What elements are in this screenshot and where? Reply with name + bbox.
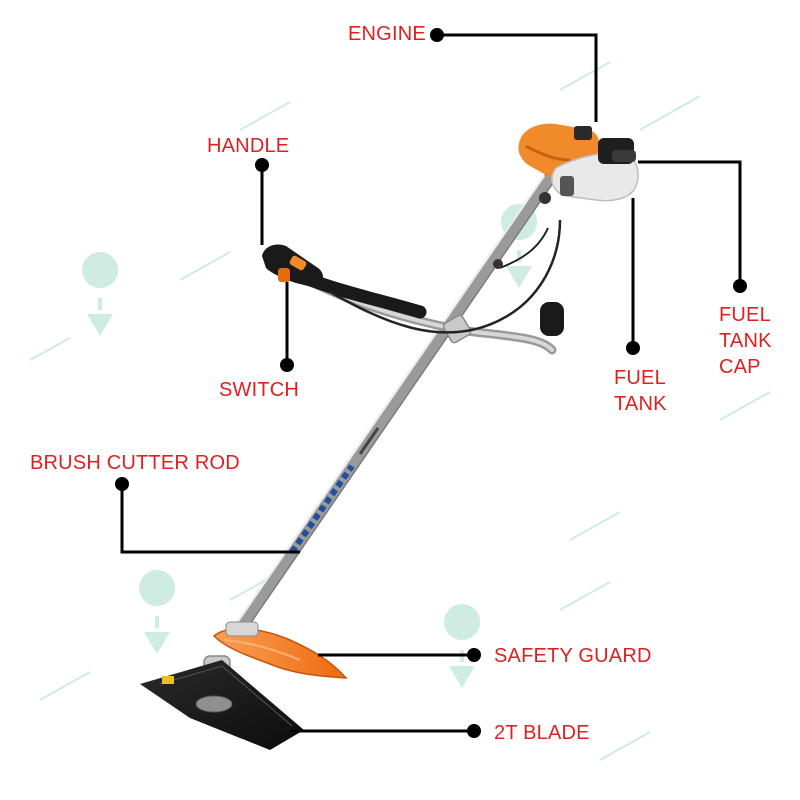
brush-cutter-rod xyxy=(225,173,555,647)
safety-guard-dot xyxy=(467,648,481,662)
leader-dots xyxy=(115,28,747,738)
fuel-tank-cap-label-line: FUEL xyxy=(719,304,771,326)
blade-dot xyxy=(467,724,481,738)
safety-guard xyxy=(212,621,348,679)
blade-label: 2T BLADE xyxy=(494,722,590,744)
fuel-tank-cap-label-line: TANK xyxy=(719,330,772,352)
engine-block xyxy=(518,123,639,204)
handle-label: HANDLE xyxy=(207,135,290,157)
safety-guard-label: SAFETY GUARD xyxy=(494,645,652,667)
watermark-logo-icon xyxy=(444,604,481,688)
handle-grip xyxy=(262,244,324,288)
fuel-tank-label-line: TANK xyxy=(614,393,667,415)
fuel-tank-cap-label-line: CAP xyxy=(719,356,761,378)
watermark-logo-icon xyxy=(139,570,176,654)
fuel-tank-dot xyxy=(626,341,640,355)
leader-lines xyxy=(120,33,742,733)
handle-dot xyxy=(255,158,269,172)
brush-cutter-rod-label: BRUSH CUTTER ROD xyxy=(30,452,240,474)
switch-dot xyxy=(280,358,294,372)
fuel-tank-cap-label: FUEL TANK CAP xyxy=(719,302,772,380)
engine-leader-line xyxy=(437,33,598,122)
engine-label: ENGINE xyxy=(348,23,426,45)
brush-rod-leader-line xyxy=(120,484,300,554)
switch-label: SWITCH xyxy=(219,379,300,401)
brush-cutter-illustration xyxy=(140,123,639,750)
fuel-tank-label: FUEL TANK xyxy=(614,365,667,417)
fuel-tank-label-line: FUEL xyxy=(614,367,666,389)
fuel-cap-leader-line xyxy=(638,160,742,286)
brush-rod-dot xyxy=(115,477,129,491)
blade xyxy=(140,660,304,750)
fuel-cap-dot xyxy=(733,279,747,293)
engine-dot xyxy=(430,28,444,42)
watermark-logo-icon xyxy=(82,252,119,336)
